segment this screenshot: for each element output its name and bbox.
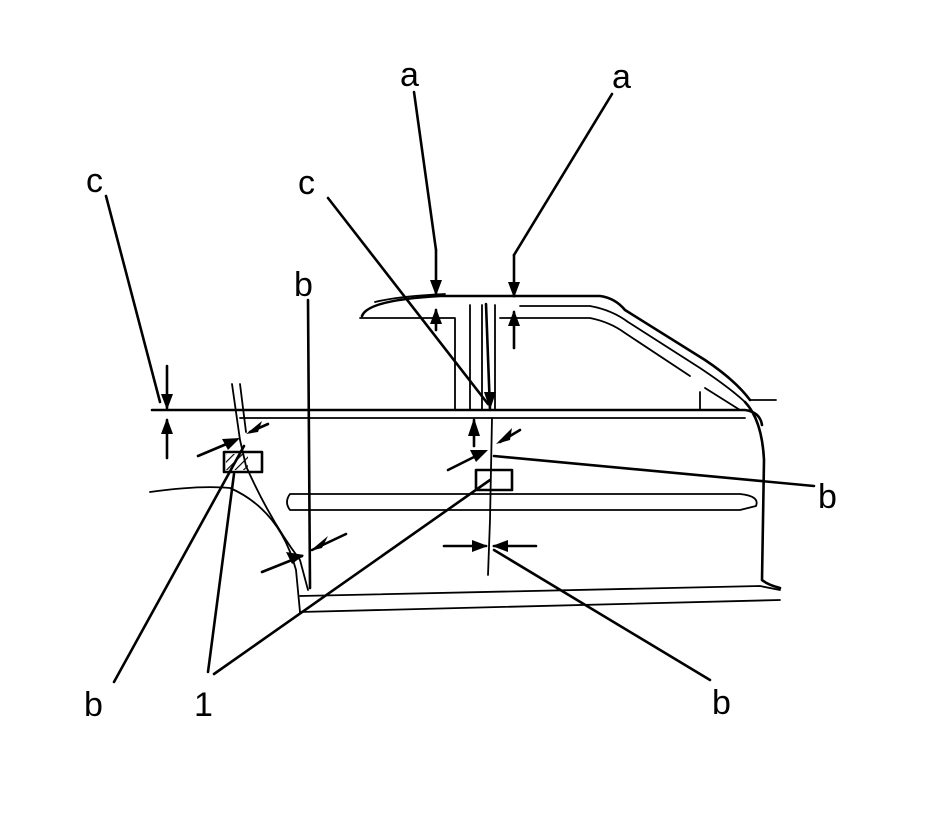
arrow-a-left [430,248,442,332]
label-a-right: a [612,58,631,96]
label-b-lower-right: b [712,684,731,722]
arrow-b-center-gap [446,428,522,472]
leader-lines [104,90,816,684]
label-b-lower-left: b [84,686,103,724]
label-c-left: c [86,162,103,200]
arrow-c-left [161,364,173,460]
marker-rect-center [474,468,514,492]
arrow-b-arch-gap [260,532,348,574]
arrow-a-right [508,253,520,350]
label-a-left: a [400,56,419,94]
arrow-b-left-gap [196,421,270,458]
label-b-upper-left: b [294,266,313,304]
label-c-center: c [298,164,315,202]
arrow-c-center [468,392,496,448]
marker-rect-left [222,450,264,474]
label-item-1: 1 [194,686,213,724]
arrow-b-lower-gap [442,540,538,552]
label-b-right: b [818,478,837,516]
